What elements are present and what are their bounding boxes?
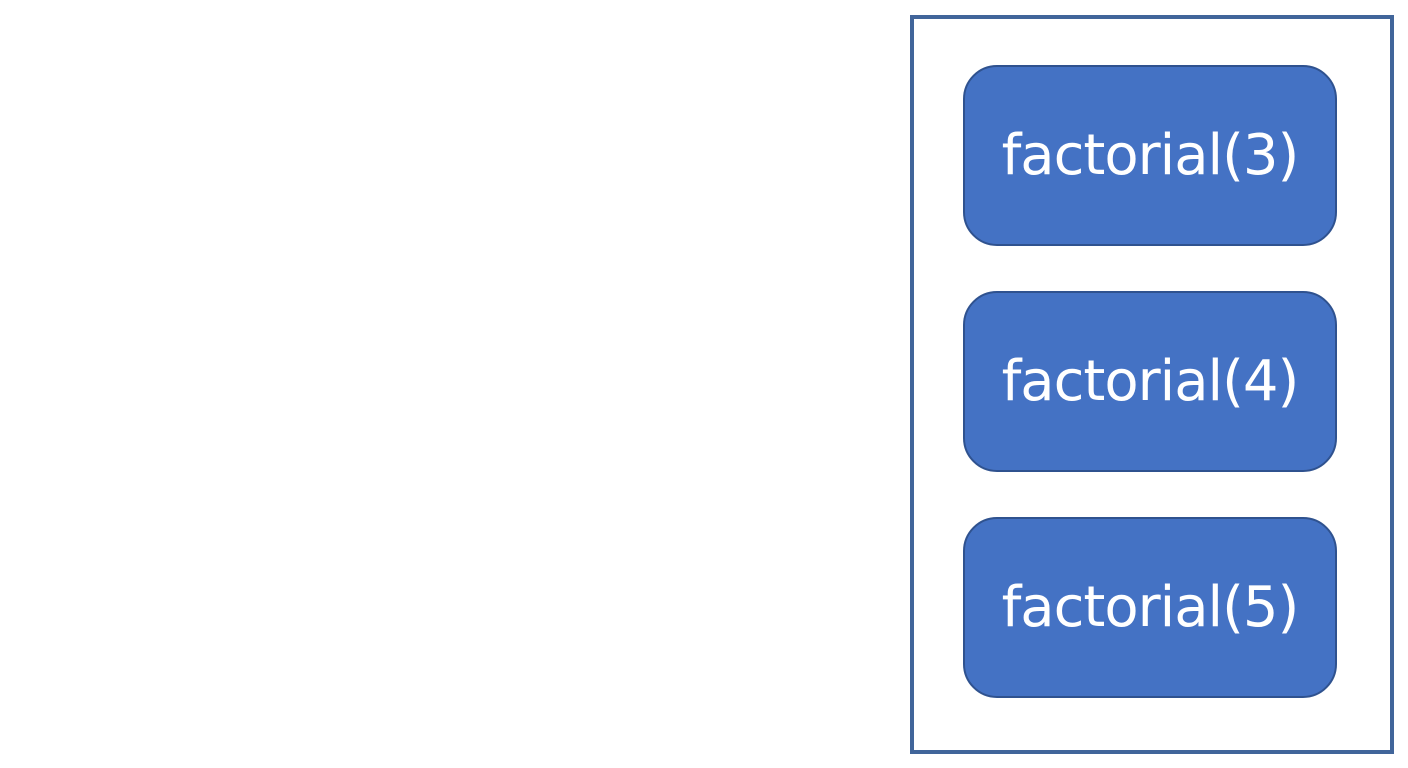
call-stack: factorial(3) factorial(4) factorial(5) — [910, 15, 1394, 754]
stack-frame-factorial-3: factorial(3) — [963, 65, 1337, 246]
stack-frame-label: factorial(5) — [1001, 575, 1300, 640]
stack-frame-factorial-5: factorial(5) — [963, 517, 1337, 698]
stack-frame-label: factorial(3) — [1001, 123, 1300, 188]
stack-frame-label: factorial(4) — [1001, 349, 1300, 414]
stack-frame-factorial-4: factorial(4) — [963, 291, 1337, 472]
